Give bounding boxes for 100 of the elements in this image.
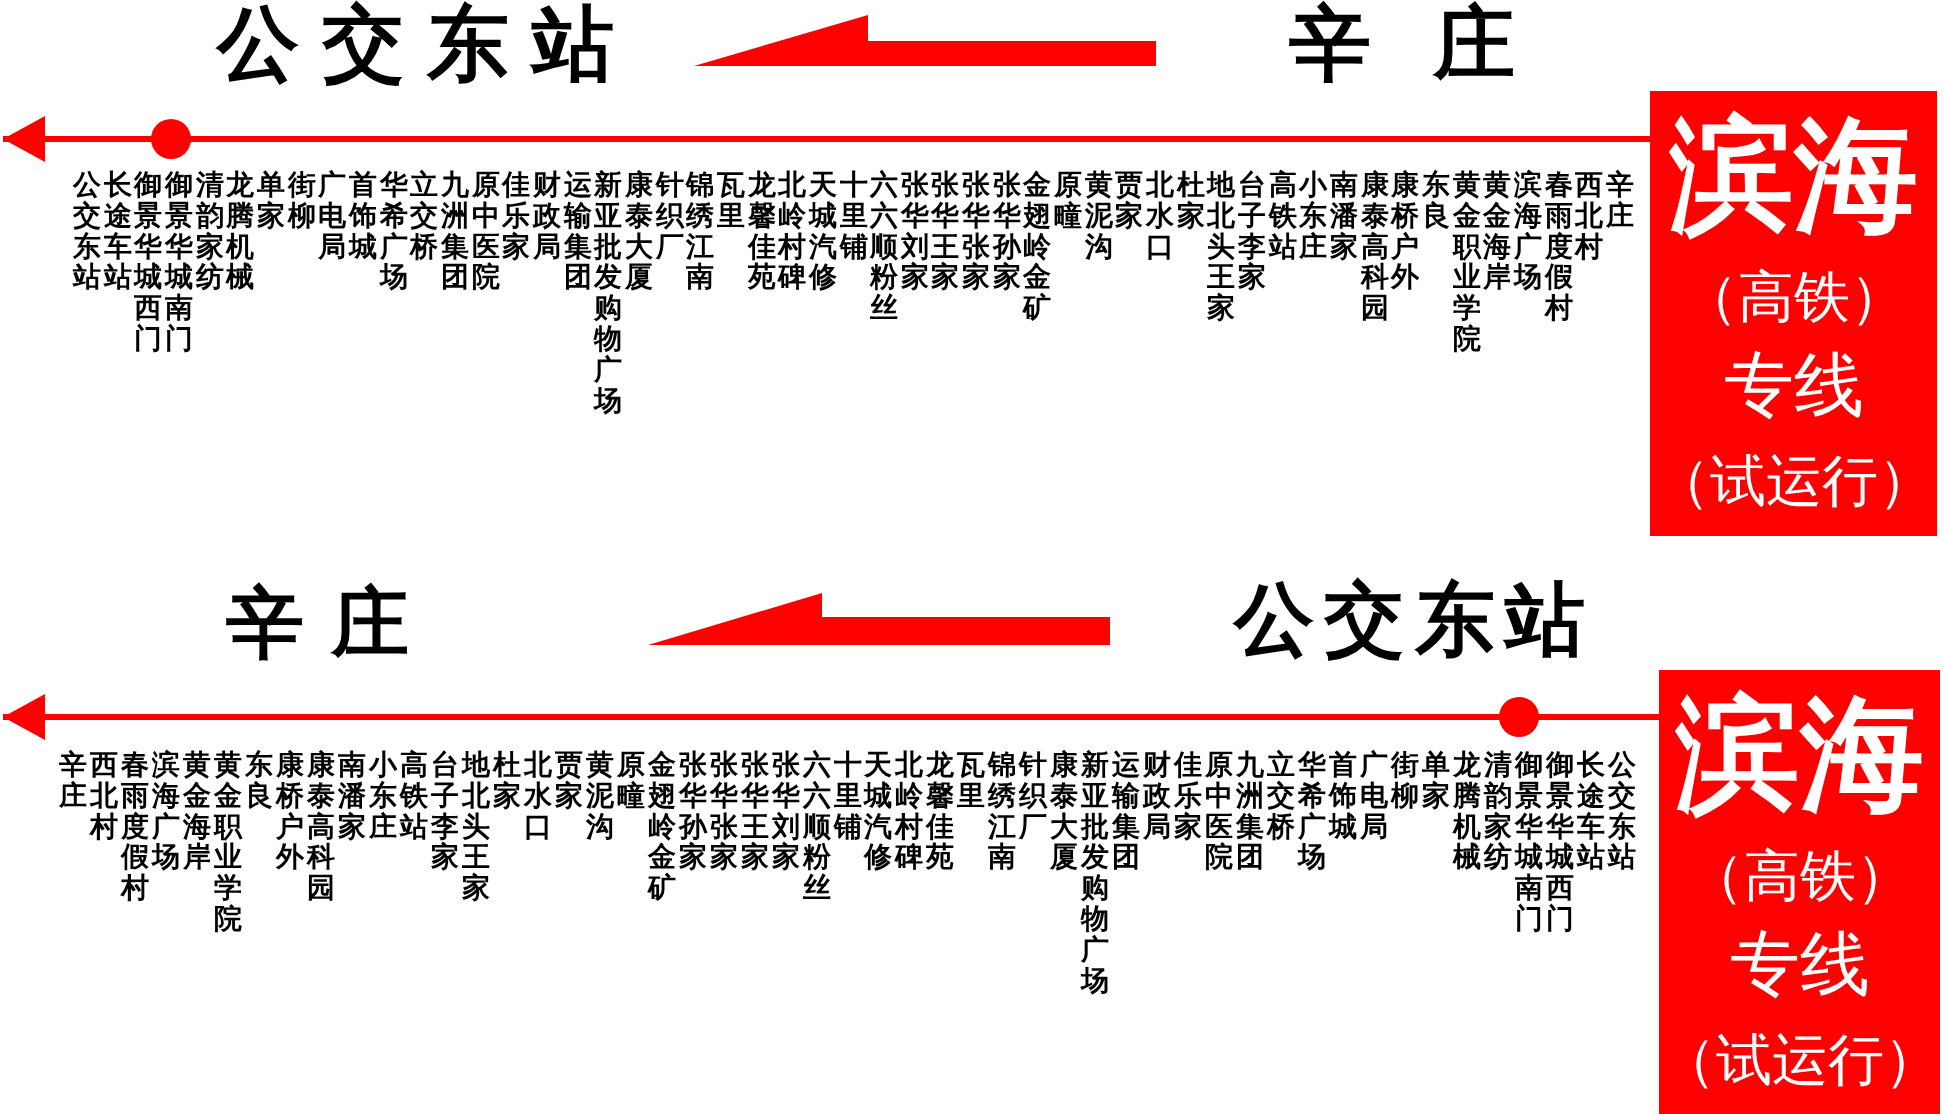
stop-name: 康泰高科园 [1360, 170, 1389, 324]
stop-name: 高铁站 [399, 750, 428, 843]
stop-name: 财政局 [532, 170, 561, 263]
stop-name: 公交东站 [73, 170, 101, 294]
stop-name: 六六顺粉丝 [870, 170, 899, 324]
stop-name: 贾家 [1115, 170, 1144, 232]
stop-name: 黄金职业学院 [213, 750, 242, 935]
stop-name: 龙腾机械 [226, 170, 255, 294]
stop-name: 瓦里 [716, 170, 745, 232]
stop-name: 瓦里 [957, 750, 986, 812]
stop-name: 春雨度假村 [1544, 170, 1573, 324]
stop-name: 东良 [1422, 170, 1451, 232]
stop-name: 北水口 [523, 750, 552, 843]
stop-name: 首饰城 [348, 170, 377, 263]
stop-name: 佳乐家 [502, 170, 531, 263]
stop-name: 单家 [1422, 750, 1451, 812]
stop-name: 财政局 [1143, 750, 1172, 843]
panel-subtitle: （高铁） [1681, 269, 1906, 325]
stop-name: 地北头王家 [1207, 170, 1236, 324]
stop-name: 辛庄 [1606, 170, 1634, 232]
stop-name: 街柳 [1391, 750, 1420, 812]
stop-name: 东良 [244, 750, 273, 812]
stop-name: 康泰大厦 [624, 170, 653, 294]
stop-name: 十里铺 [833, 750, 862, 843]
stop-name: 针织厂 [655, 170, 684, 263]
stop-name: 御景华城南门 [1515, 750, 1544, 935]
stop-name: 黄泥沟 [1084, 170, 1113, 263]
terminus-heading: 辛庄 [1289, 3, 1515, 85]
panel-subtitle: 专线 [1723, 350, 1864, 420]
stop-name: 滨海广场 [1514, 170, 1542, 294]
stop-name: 龙馨佳苑 [747, 170, 776, 294]
stop-name: 锦绣江南 [686, 170, 715, 294]
stop-name: 台子李家 [1238, 170, 1267, 294]
stop-name: 九洲集团 [1236, 750, 1265, 874]
stop-name: 原中医院 [471, 170, 500, 294]
stop-name: 张华张家 [962, 170, 991, 294]
route-name-panel [1650, 91, 1937, 536]
stop-name: 春雨度假村 [120, 750, 149, 904]
stop-name: 西北村 [89, 750, 118, 843]
stop-name: 街柳 [287, 170, 316, 232]
stop-name: 滨海广场 [151, 750, 180, 874]
route-name-panel [1659, 670, 1940, 1114]
stop-name: 广电局 [1360, 750, 1389, 843]
stop-name: 张华孙家 [992, 170, 1021, 294]
stop-name: 南潘家 [1330, 170, 1359, 263]
stop-name: 针织厂 [1019, 750, 1048, 843]
stop-name: 立交桥 [1267, 750, 1296, 843]
stop-name: 高铁站 [1268, 170, 1297, 263]
stop-name: 地北头王家 [461, 750, 490, 904]
stop-name: 御景华城南门 [164, 170, 193, 355]
stop-name: 黄金职业学院 [1452, 170, 1481, 355]
stop-name: 康桥户外 [275, 750, 304, 874]
stop-name: 杜家 [1176, 170, 1205, 232]
stop-name: 张华张家 [709, 750, 738, 874]
stop-name: 清韵家纺 [195, 170, 224, 294]
stop-name: 清韵家纺 [1484, 750, 1513, 874]
stop-name: 立交桥 [410, 170, 439, 263]
stop-name: 张华孙家 [678, 750, 707, 874]
stop-name: 杜家 [492, 750, 521, 812]
stop-name: 贾家 [554, 750, 583, 812]
stop-name: 长途车站 [103, 170, 132, 294]
route-line [3, 116, 1650, 162]
stop-name: 西北村 [1575, 170, 1604, 263]
stop-name: 金翅岭金矿 [1023, 170, 1052, 324]
stop-name: 张华王家 [740, 750, 769, 874]
stop-name: 华希广场 [379, 170, 408, 294]
stop-name: 长途车站 [1577, 750, 1605, 874]
stop-name: 北水口 [1146, 170, 1175, 263]
stop-name: 六六顺粉丝 [802, 750, 831, 904]
panel-subtitle: （高铁） [1687, 848, 1912, 904]
stop-name: 运输集团 [1112, 750, 1141, 874]
stop-name: 康泰高科园 [306, 750, 335, 904]
stop-name: 御景华城西门 [134, 170, 163, 355]
stop-name: 原中医院 [1205, 750, 1234, 874]
panel-subtitle: 专线 [1729, 929, 1870, 999]
stop-name: 黄泥沟 [585, 750, 614, 843]
stop-name: 天城汽修 [808, 170, 837, 294]
stop-name: 龙馨佳苑 [926, 750, 955, 874]
stop-name: 御景华城西门 [1546, 750, 1575, 935]
stop-name: 小东庄 [1299, 170, 1328, 263]
stop-name: 黄金海岸 [1483, 170, 1512, 294]
stop-name: 天城汽修 [864, 750, 893, 874]
stop-name: 张华刘家 [771, 750, 800, 874]
stop-name: 新亚批发购物广场 [594, 170, 623, 417]
stop-name: 康泰大厦 [1050, 750, 1079, 874]
stop-name: 康桥户外 [1391, 170, 1420, 294]
stop-name: 九洲集团 [440, 170, 469, 294]
stop-name: 张华王家 [931, 170, 960, 294]
stop-name: 公交东站 [1608, 750, 1636, 874]
terminus-heading: 辛庄 [226, 584, 409, 662]
stop-name: 辛庄 [59, 750, 87, 812]
stop-name: 黄金海岸 [182, 750, 211, 874]
stop-name: 北岭村碑 [778, 170, 807, 294]
stop-name: 原疃 [616, 750, 645, 812]
panel-subtitle: （试运行） [1659, 1032, 1940, 1088]
stop-name: 锦绣江南 [988, 750, 1017, 874]
stop-name: 新亚批发购物广场 [1081, 750, 1110, 997]
stop-name: 运输集团 [563, 170, 592, 294]
stop-name: 张华刘家 [900, 170, 929, 294]
stop-name: 龙腾机械 [1453, 750, 1482, 874]
